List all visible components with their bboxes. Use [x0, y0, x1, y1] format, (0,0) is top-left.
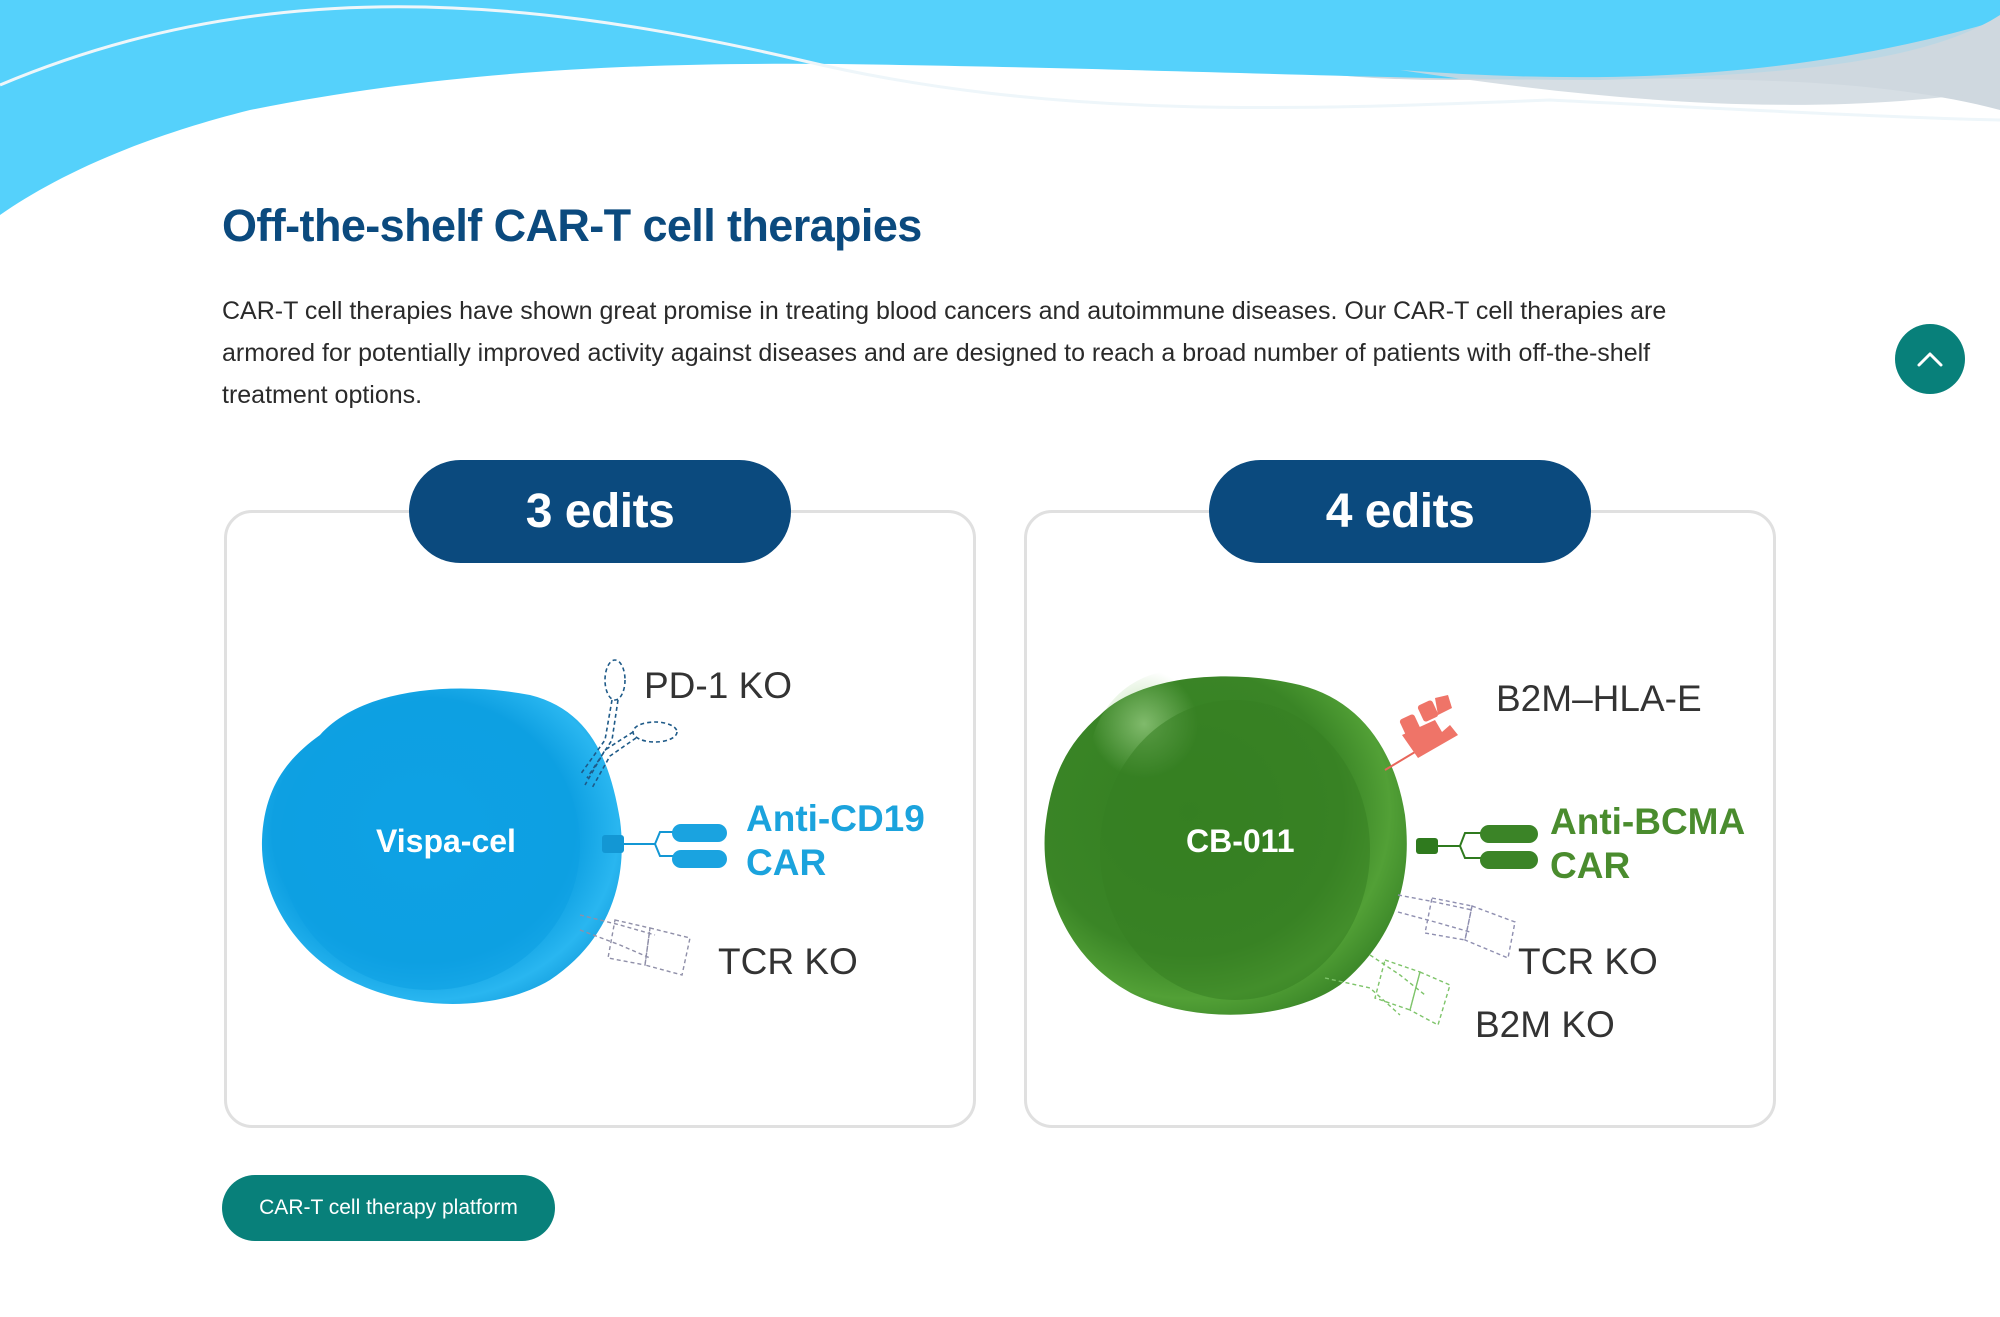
- cell-name-vispa-cel: Vispa-cel: [376, 823, 516, 859]
- cell-name-cb-011: CB-011: [1186, 823, 1295, 859]
- edits-badge: 3 edits: [409, 460, 791, 563]
- car-label-line1: Anti-BCMA: [1550, 801, 1746, 842]
- annotation-b2m-ko: B2M KO: [1475, 1004, 1615, 1045]
- vispa-cel-cell-diagram: [261, 659, 727, 1004]
- car-label-line2: CAR: [1550, 845, 1631, 886]
- annotation-pd1-ko: PD-1 KO: [644, 665, 793, 706]
- hero-wave-decoration: [0, 0, 2000, 215]
- car-label-line2: CAR: [746, 842, 827, 883]
- car-label-anti-bcma: Anti-BCMA CAR: [1550, 800, 1745, 888]
- annotation-b2m-hla-e: B2M–HLA-E: [1496, 678, 1702, 719]
- annotation-tcr-ko: TCR KO: [718, 941, 858, 982]
- car-label-line1: Anti-CD19: [746, 798, 925, 839]
- scroll-to-top-button[interactable]: [1895, 324, 1965, 394]
- intro-paragraph: CAR-T cell therapies have shown great pr…: [222, 297, 1667, 409]
- cb-011-cell-diagram: [1044, 670, 1538, 1027]
- annotation-tcr-ko: TCR KO: [1518, 941, 1658, 982]
- page-title: Off-the-shelf CAR-T cell therapies: [222, 200, 922, 251]
- car-label-anti-cd19: Anti-CD19 CAR: [746, 797, 925, 885]
- edits-badge: 4 edits: [1209, 460, 1591, 563]
- car-t-platform-button[interactable]: CAR-T cell therapy platform: [222, 1175, 555, 1241]
- chevron-up-icon: [1917, 352, 1943, 367]
